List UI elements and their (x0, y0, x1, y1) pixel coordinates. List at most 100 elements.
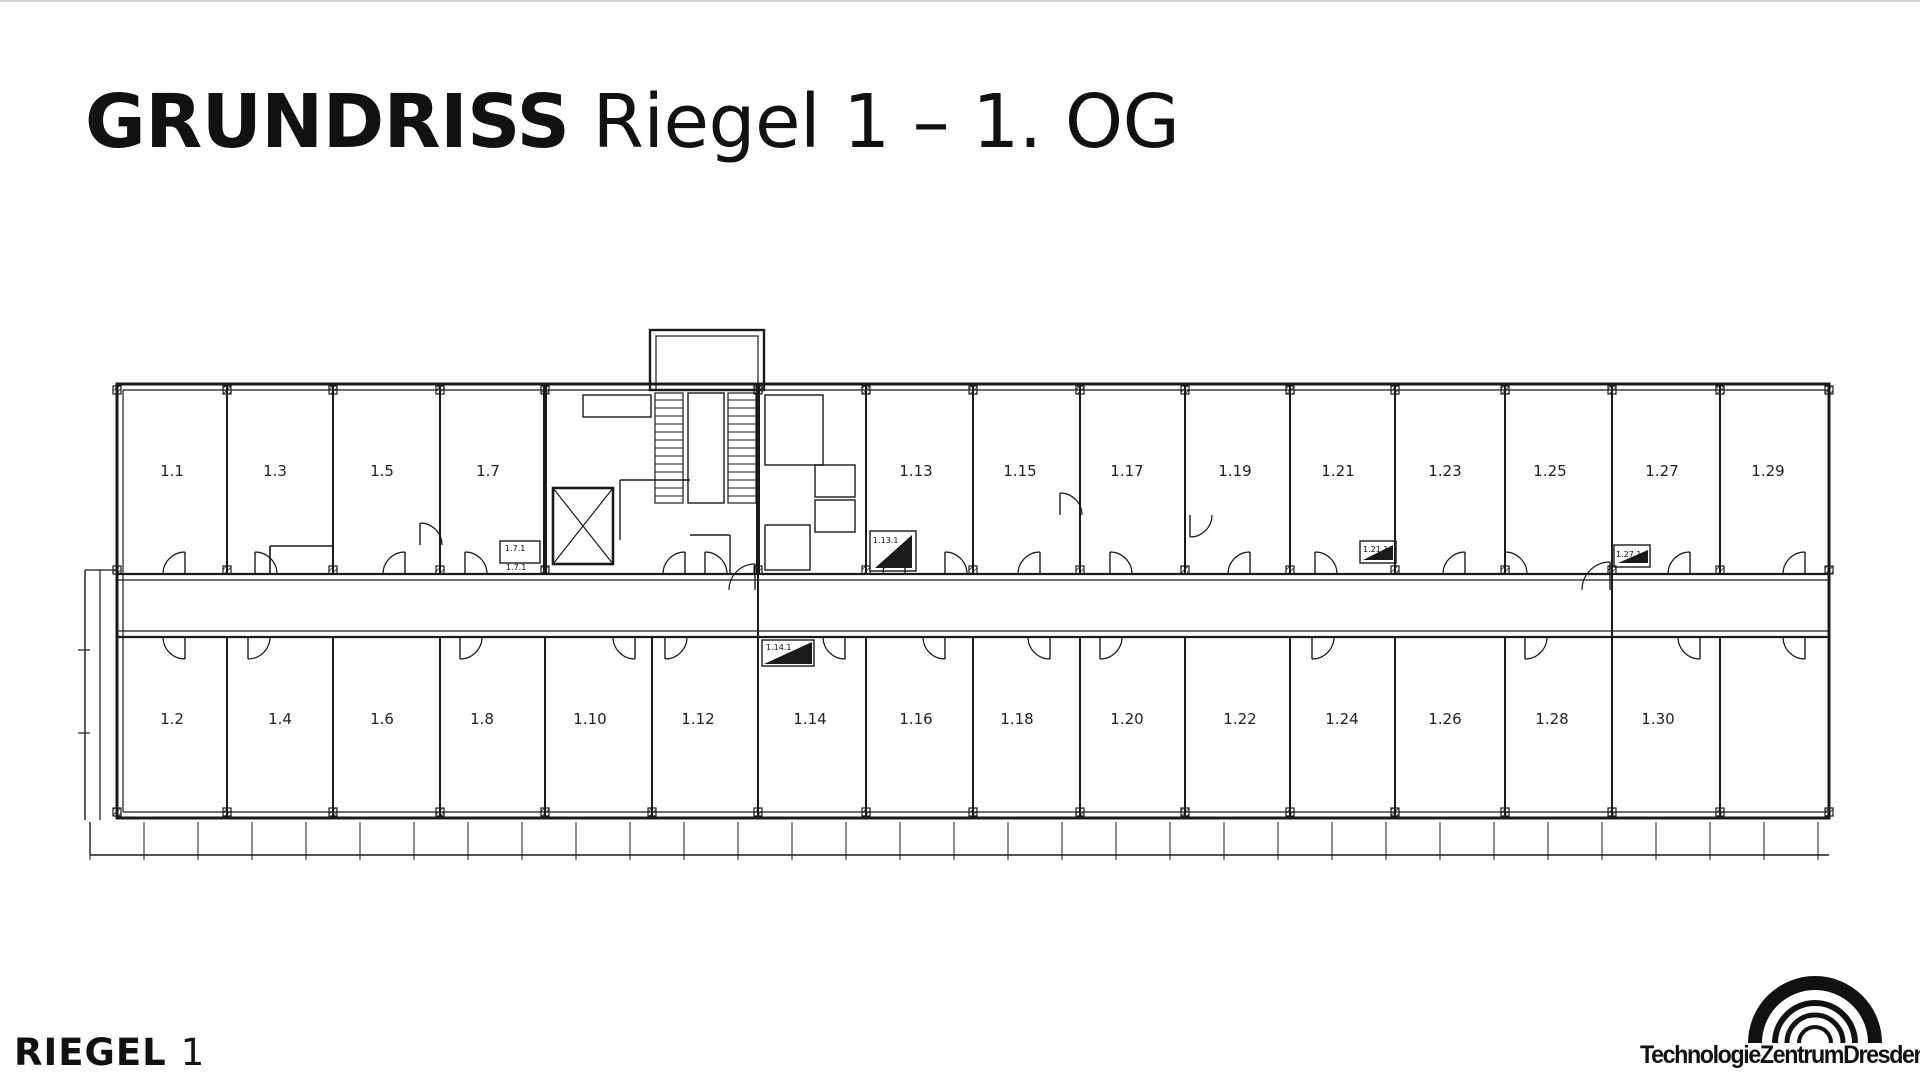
door-swing (1017, 551, 1041, 575)
column-pier (1075, 565, 1085, 575)
door-swing (419, 522, 443, 546)
room-label-north: 1.27 (1645, 462, 1678, 480)
title-bold: GRUNDRISS (85, 79, 570, 165)
core-room (582, 394, 652, 418)
room-label-south: 1.26 (1428, 710, 1461, 728)
door-swing (922, 636, 946, 660)
column-pier (1180, 385, 1190, 395)
room-label-south: 1.2 (160, 710, 184, 728)
column-pier (1607, 807, 1617, 817)
column-pier (1180, 565, 1190, 575)
room-label-north: 1.15 (1003, 462, 1036, 480)
door-swing (1524, 636, 1548, 660)
room-label-south: 1.14 (793, 710, 826, 728)
shaft-label: 1.21.1 (1363, 545, 1388, 554)
door-swing (1442, 551, 1466, 575)
column-pier (540, 385, 550, 395)
column-pier (647, 807, 657, 817)
stair-tower-inner (655, 335, 759, 391)
column-pier (753, 385, 763, 395)
column-pier (112, 385, 122, 395)
column-pier (1607, 385, 1617, 395)
column-pier (435, 565, 445, 575)
column-pier (1500, 807, 1510, 817)
room-label-south: 1.12 (681, 710, 714, 728)
column-pier (1500, 385, 1510, 395)
column-pier (1715, 385, 1725, 395)
room-label-north: 1.29 (1751, 462, 1784, 480)
room-label-south: 1.6 (370, 710, 394, 728)
footer-number: 1 (180, 1031, 205, 1074)
room-label-south: 1.30 (1641, 710, 1674, 728)
service-shaft (499, 540, 541, 564)
door-swing (1667, 551, 1691, 575)
column-pier (222, 565, 232, 575)
stair-landing (687, 392, 725, 504)
door-swing (664, 636, 688, 660)
column-pier (861, 807, 871, 817)
door-swing (1227, 551, 1251, 575)
title-subtitle: Riegel 1 – 1. OG (592, 79, 1180, 165)
door-swing (1099, 636, 1123, 660)
column-pier (1285, 385, 1295, 395)
footer-label: RIEGEL (14, 1031, 167, 1074)
column-pier (222, 807, 232, 817)
shaft-label: 1.14.1 (766, 643, 791, 652)
column-pier (1824, 565, 1834, 575)
column-pier (435, 385, 445, 395)
door-swing (1581, 561, 1611, 591)
door-swing (1059, 492, 1083, 516)
column-pier (540, 565, 550, 575)
door-swing (254, 551, 278, 575)
column-pier (1390, 807, 1400, 817)
room-label-south: 1.24 (1325, 710, 1358, 728)
service-shaft-fill (1618, 550, 1648, 563)
room-label-south: 1.22 (1223, 710, 1256, 728)
door-swing (704, 551, 728, 575)
service-shaft-fill (875, 535, 912, 568)
service-shaft-fill (1363, 545, 1393, 560)
room-label-north: 1.13 (899, 462, 932, 480)
door-swing (1782, 551, 1806, 575)
column-pier (861, 565, 871, 575)
room-label-north: 1.17 (1110, 462, 1143, 480)
column-pier (112, 807, 122, 817)
room-label-north: 1.23 (1428, 462, 1461, 480)
page-title: GRUNDRISS Riegel 1 – 1. OG (85, 79, 1180, 165)
wc-room (764, 394, 824, 466)
door-swing (459, 636, 483, 660)
room-label-south: 1.10 (573, 710, 606, 728)
wc-cubicle (764, 524, 811, 571)
column-pier (753, 807, 763, 817)
column-pier (328, 807, 338, 817)
service-shaft (869, 530, 917, 572)
door-swing (612, 636, 636, 660)
door-swing (162, 636, 186, 660)
door-swing (1677, 636, 1701, 660)
room-label-south: 1.4 (268, 710, 292, 728)
room-label-south: 1.16 (899, 710, 932, 728)
column-pier (435, 807, 445, 817)
column-pier (968, 807, 978, 817)
room-label-north: 1.25 (1533, 462, 1566, 480)
column-pier (968, 385, 978, 395)
column-pier (1180, 807, 1190, 817)
door-swing (1027, 636, 1051, 660)
service-shaft-fill (764, 642, 812, 664)
column-pier (1824, 807, 1834, 817)
room-label-north: 1.7 (476, 462, 500, 480)
column-pier (540, 807, 550, 817)
shaft-label: 1.7.1 (505, 544, 525, 553)
door-swing (464, 551, 488, 575)
door-swing (944, 551, 968, 575)
column-pier (1715, 565, 1725, 575)
room-label-south: 1.8 (470, 710, 494, 728)
column-pier (328, 565, 338, 575)
column-pier (861, 385, 871, 395)
door-swing (1189, 514, 1213, 538)
door-swing (728, 563, 756, 591)
column-pier (1285, 565, 1295, 575)
room-label-north: 1.1 (160, 462, 184, 480)
column-pier (1390, 565, 1400, 575)
